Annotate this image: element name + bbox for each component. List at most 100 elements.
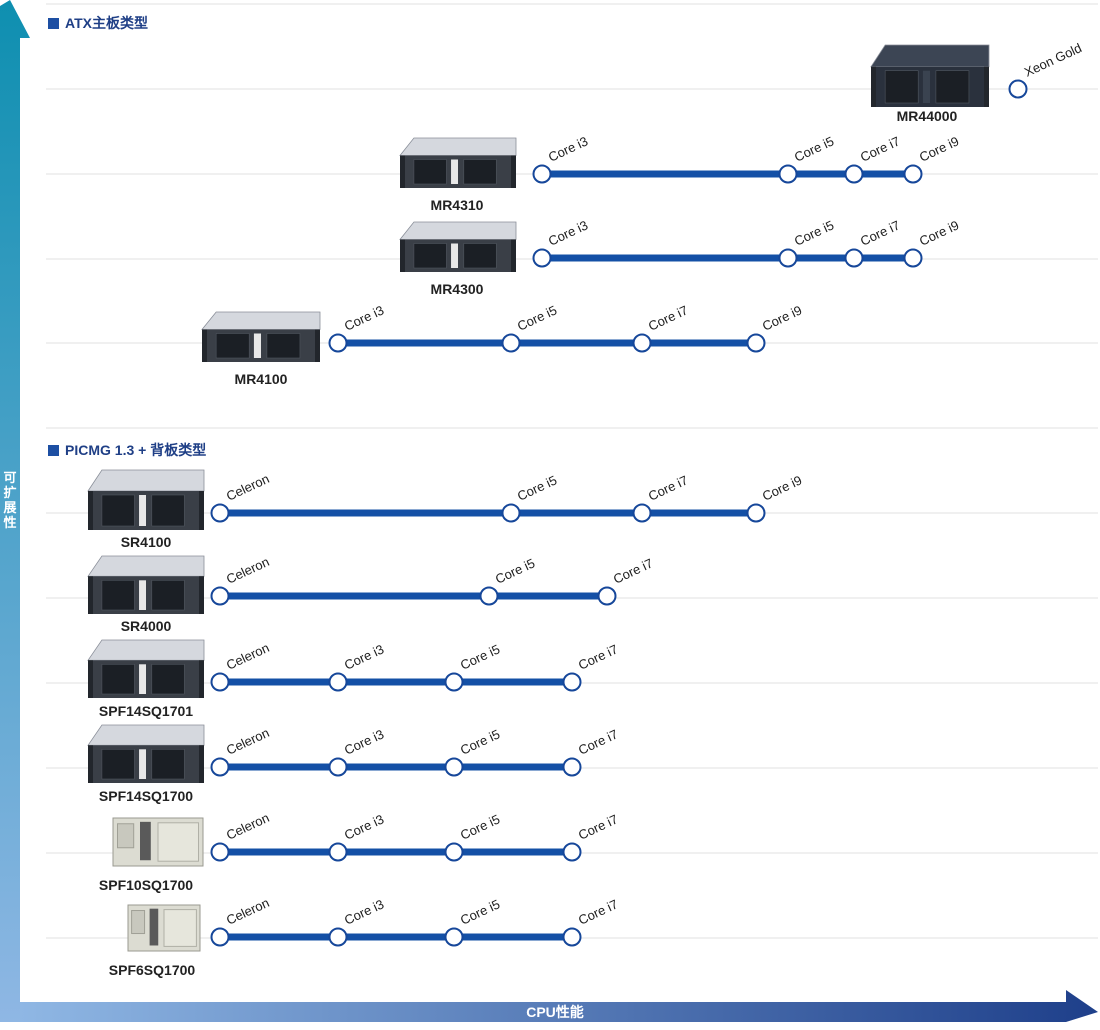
chassis-vent [151, 663, 185, 695]
chassis-handle [199, 576, 204, 614]
section-title-atx: ATX主板类型 [48, 14, 148, 32]
chassis-handle [199, 660, 204, 698]
cpu-node [328, 757, 348, 777]
chassis-panel [140, 821, 151, 861]
chassis-vent [463, 243, 497, 269]
cpu-node-label: Core i7 [576, 641, 620, 672]
chassis-handle [199, 745, 204, 783]
chassis-vent [935, 70, 970, 104]
cpu-node-label: Core i7 [858, 217, 902, 248]
product-name: MR4310 [431, 197, 484, 213]
chassis-top [87, 469, 205, 492]
cpu-node [1008, 79, 1028, 99]
cpu-node-label: Core i9 [760, 472, 804, 503]
product-row-mr4310: MR4310 Core i3 Core i5 Core i7 Core i9 [399, 133, 961, 213]
cpu-node-label: Celeron [224, 895, 272, 928]
chassis-handle [871, 66, 876, 107]
chassis-panel [139, 580, 146, 610]
chassis-vent [101, 663, 135, 695]
product-name: SR4100 [121, 534, 172, 550]
chassis-handle [400, 155, 405, 188]
cpu-node [746, 503, 766, 523]
cpu-node [632, 503, 652, 523]
cpu-node [778, 248, 798, 268]
chassis-panel [253, 333, 261, 358]
chassis-vent [101, 494, 135, 527]
cpu-node-label: Xeon Gold [1022, 40, 1084, 80]
chassis-handle [88, 745, 93, 783]
cpu-node [210, 503, 230, 523]
cpu-node-label: Core i5 [493, 555, 537, 586]
product-name: MR4100 [235, 371, 288, 387]
cpu-node [532, 164, 552, 184]
product-name: SPF10SQ1700 [99, 877, 193, 893]
product-name: MR44000 [897, 108, 958, 124]
cpu-node [479, 586, 499, 606]
section-title-label: ATX主板类型 [65, 15, 148, 31]
cpu-node [844, 248, 864, 268]
chassis-side [157, 822, 199, 862]
cpu-node [562, 757, 582, 777]
product-name: SPF6SQ1700 [109, 962, 196, 978]
cpu-node [632, 333, 652, 353]
chassis-handle [88, 576, 93, 614]
chassis-handle [511, 239, 516, 272]
chassis-top [87, 639, 205, 661]
chassis-vent [151, 748, 185, 780]
chassis-top [87, 724, 205, 746]
chassis-handle [88, 491, 93, 530]
cpu-node [444, 842, 464, 862]
chassis-vent [884, 70, 919, 104]
horizontal-axis-label: CPU性能 [526, 1004, 584, 1020]
cpu-node [328, 672, 348, 692]
chassis-vent [151, 579, 185, 611]
cpu-node-label: Celeron [224, 810, 272, 843]
cpu-node [501, 333, 521, 353]
chassis-vent [413, 243, 447, 269]
cpu-node-label: Core i5 [515, 472, 559, 503]
chassis-bay [117, 823, 135, 849]
chassis-vent [101, 579, 135, 611]
chassis-vent [101, 748, 135, 780]
chassis-handle [88, 660, 93, 698]
cpu-node-label: Core i3 [342, 896, 386, 927]
cpu-node-label: Core i3 [342, 726, 386, 757]
cpu-node [903, 164, 923, 184]
cpu-node [444, 757, 464, 777]
cpu-node [328, 333, 348, 353]
cpu-node-label: Core i7 [576, 896, 620, 927]
cpu-node-label: Core i5 [458, 726, 502, 757]
chassis-panel [139, 495, 146, 526]
cpu-node-label: Core i9 [917, 133, 961, 164]
cpu-node [844, 164, 864, 184]
cpu-node [746, 333, 766, 353]
square-bullet-icon [48, 444, 59, 456]
cpu-node-label: Core i5 [792, 133, 836, 164]
cpu-node-label: Core i7 [576, 811, 620, 842]
vertical-axis-arrow [0, 0, 30, 1022]
cpu-node-label: Core i9 [760, 302, 804, 333]
chassis-handle [315, 329, 320, 362]
section-title-label: PICMG 1.3 + 背板类型 [65, 442, 207, 458]
cpu-node [778, 164, 798, 184]
cpu-node-label: Core i7 [858, 133, 902, 164]
cpu-node-label: Core i5 [515, 302, 559, 333]
cpu-node-label: Core i9 [917, 217, 961, 248]
cpu-node-label: Celeron [224, 471, 272, 504]
cpu-node-label: Core i3 [546, 133, 590, 164]
chassis-handle [202, 329, 207, 362]
cpu-node [210, 757, 230, 777]
chassis-top [399, 137, 517, 156]
chassis-panel [139, 749, 146, 779]
cpu-node [532, 248, 552, 268]
cpu-node [328, 927, 348, 947]
cpu-node-label: Celeron [224, 725, 272, 758]
cpu-node-label: Core i5 [458, 641, 502, 672]
chassis-vent [266, 333, 301, 359]
